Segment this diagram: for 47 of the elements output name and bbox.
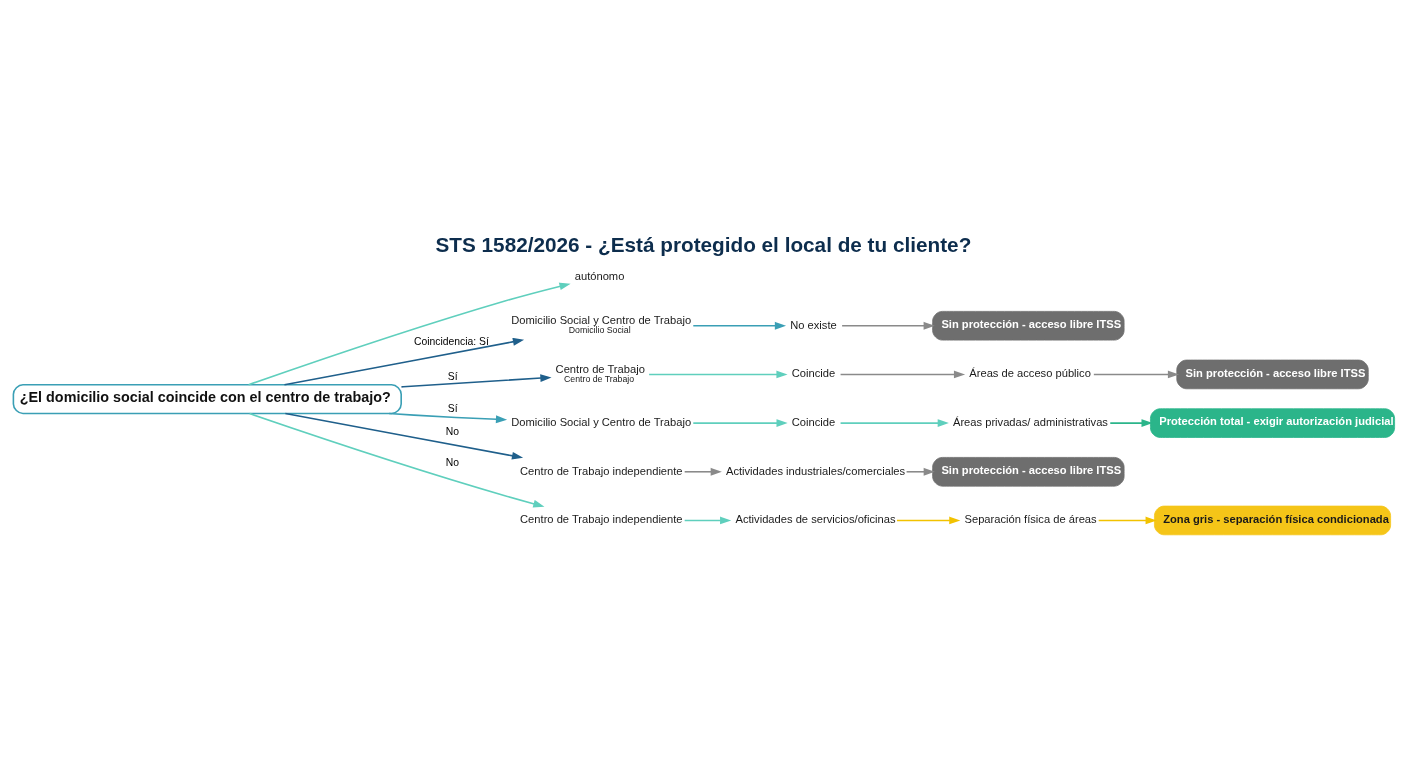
node-box: ¿El domicilio social coincide con el centro de trabajo? <box>12 384 402 415</box>
node-text: Coincide <box>791 367 836 380</box>
edge-label: No <box>445 456 460 468</box>
node-text: Áreas de acceso público <box>969 367 1091 380</box>
node-box: Sin protección - acceso libre ITSS <box>932 311 1125 341</box>
arrow <box>692 419 788 427</box>
arrow <box>1093 370 1180 379</box>
edge-label: Coincidencia: Sí <box>413 336 489 348</box>
node-text: Separación física de áreas <box>964 513 1097 526</box>
node-text: Centro de Trabajo independiente <box>520 464 683 477</box>
arrow <box>284 412 524 460</box>
node-text: Áreas privadas/ administrativas <box>952 416 1108 429</box>
arrow <box>692 321 787 330</box>
arrow <box>683 516 732 525</box>
edge-label: Sí <box>447 403 458 415</box>
arrow <box>1097 516 1157 525</box>
node-text: No existe <box>790 318 837 331</box>
node-text: Domicilio Social y Centro de Trabajo <box>511 416 692 429</box>
arrow <box>683 467 722 476</box>
arrow <box>247 282 571 386</box>
arrow <box>648 370 788 379</box>
arrow <box>839 419 949 427</box>
arrow <box>905 467 935 476</box>
node-box: Protección total - exigir autorización judicial <box>1150 408 1395 438</box>
node-box: Sin protección - acceso libre ITSS <box>932 457 1125 487</box>
edge-label: Sí <box>447 370 458 382</box>
node-text: Centro de Trabajo independiente <box>520 513 683 526</box>
node-text: Coincide <box>791 416 836 429</box>
node-text: Domicilio Social y Centro de Trabajo <box>511 313 692 326</box>
arrow <box>283 337 525 386</box>
node-box: Zona gris - separación física condicionada <box>1154 505 1391 536</box>
arrow <box>388 412 508 424</box>
arrow <box>896 516 961 525</box>
diagram-title: STS 1582/2026 - ¿Está protegido el local de tu cliente? <box>435 233 972 257</box>
node-text: Actividades de servicios/oficinas <box>735 513 896 526</box>
edge-label: No <box>445 426 460 438</box>
node-label: Centro de Trabajo <box>563 373 635 384</box>
node-box: Sin protección - acceso libre ITSS <box>1176 359 1369 390</box>
arrow <box>248 412 545 508</box>
node-text: autónomo <box>574 270 625 283</box>
arrow <box>1109 419 1153 427</box>
arrow <box>839 370 966 379</box>
node-label: Domicilio Social <box>568 325 631 336</box>
arrow <box>400 374 552 388</box>
node-text: Centro de Trabajo <box>555 362 645 375</box>
node-text: Actividades industriales/comerciales <box>725 464 906 477</box>
arrow <box>841 321 935 330</box>
